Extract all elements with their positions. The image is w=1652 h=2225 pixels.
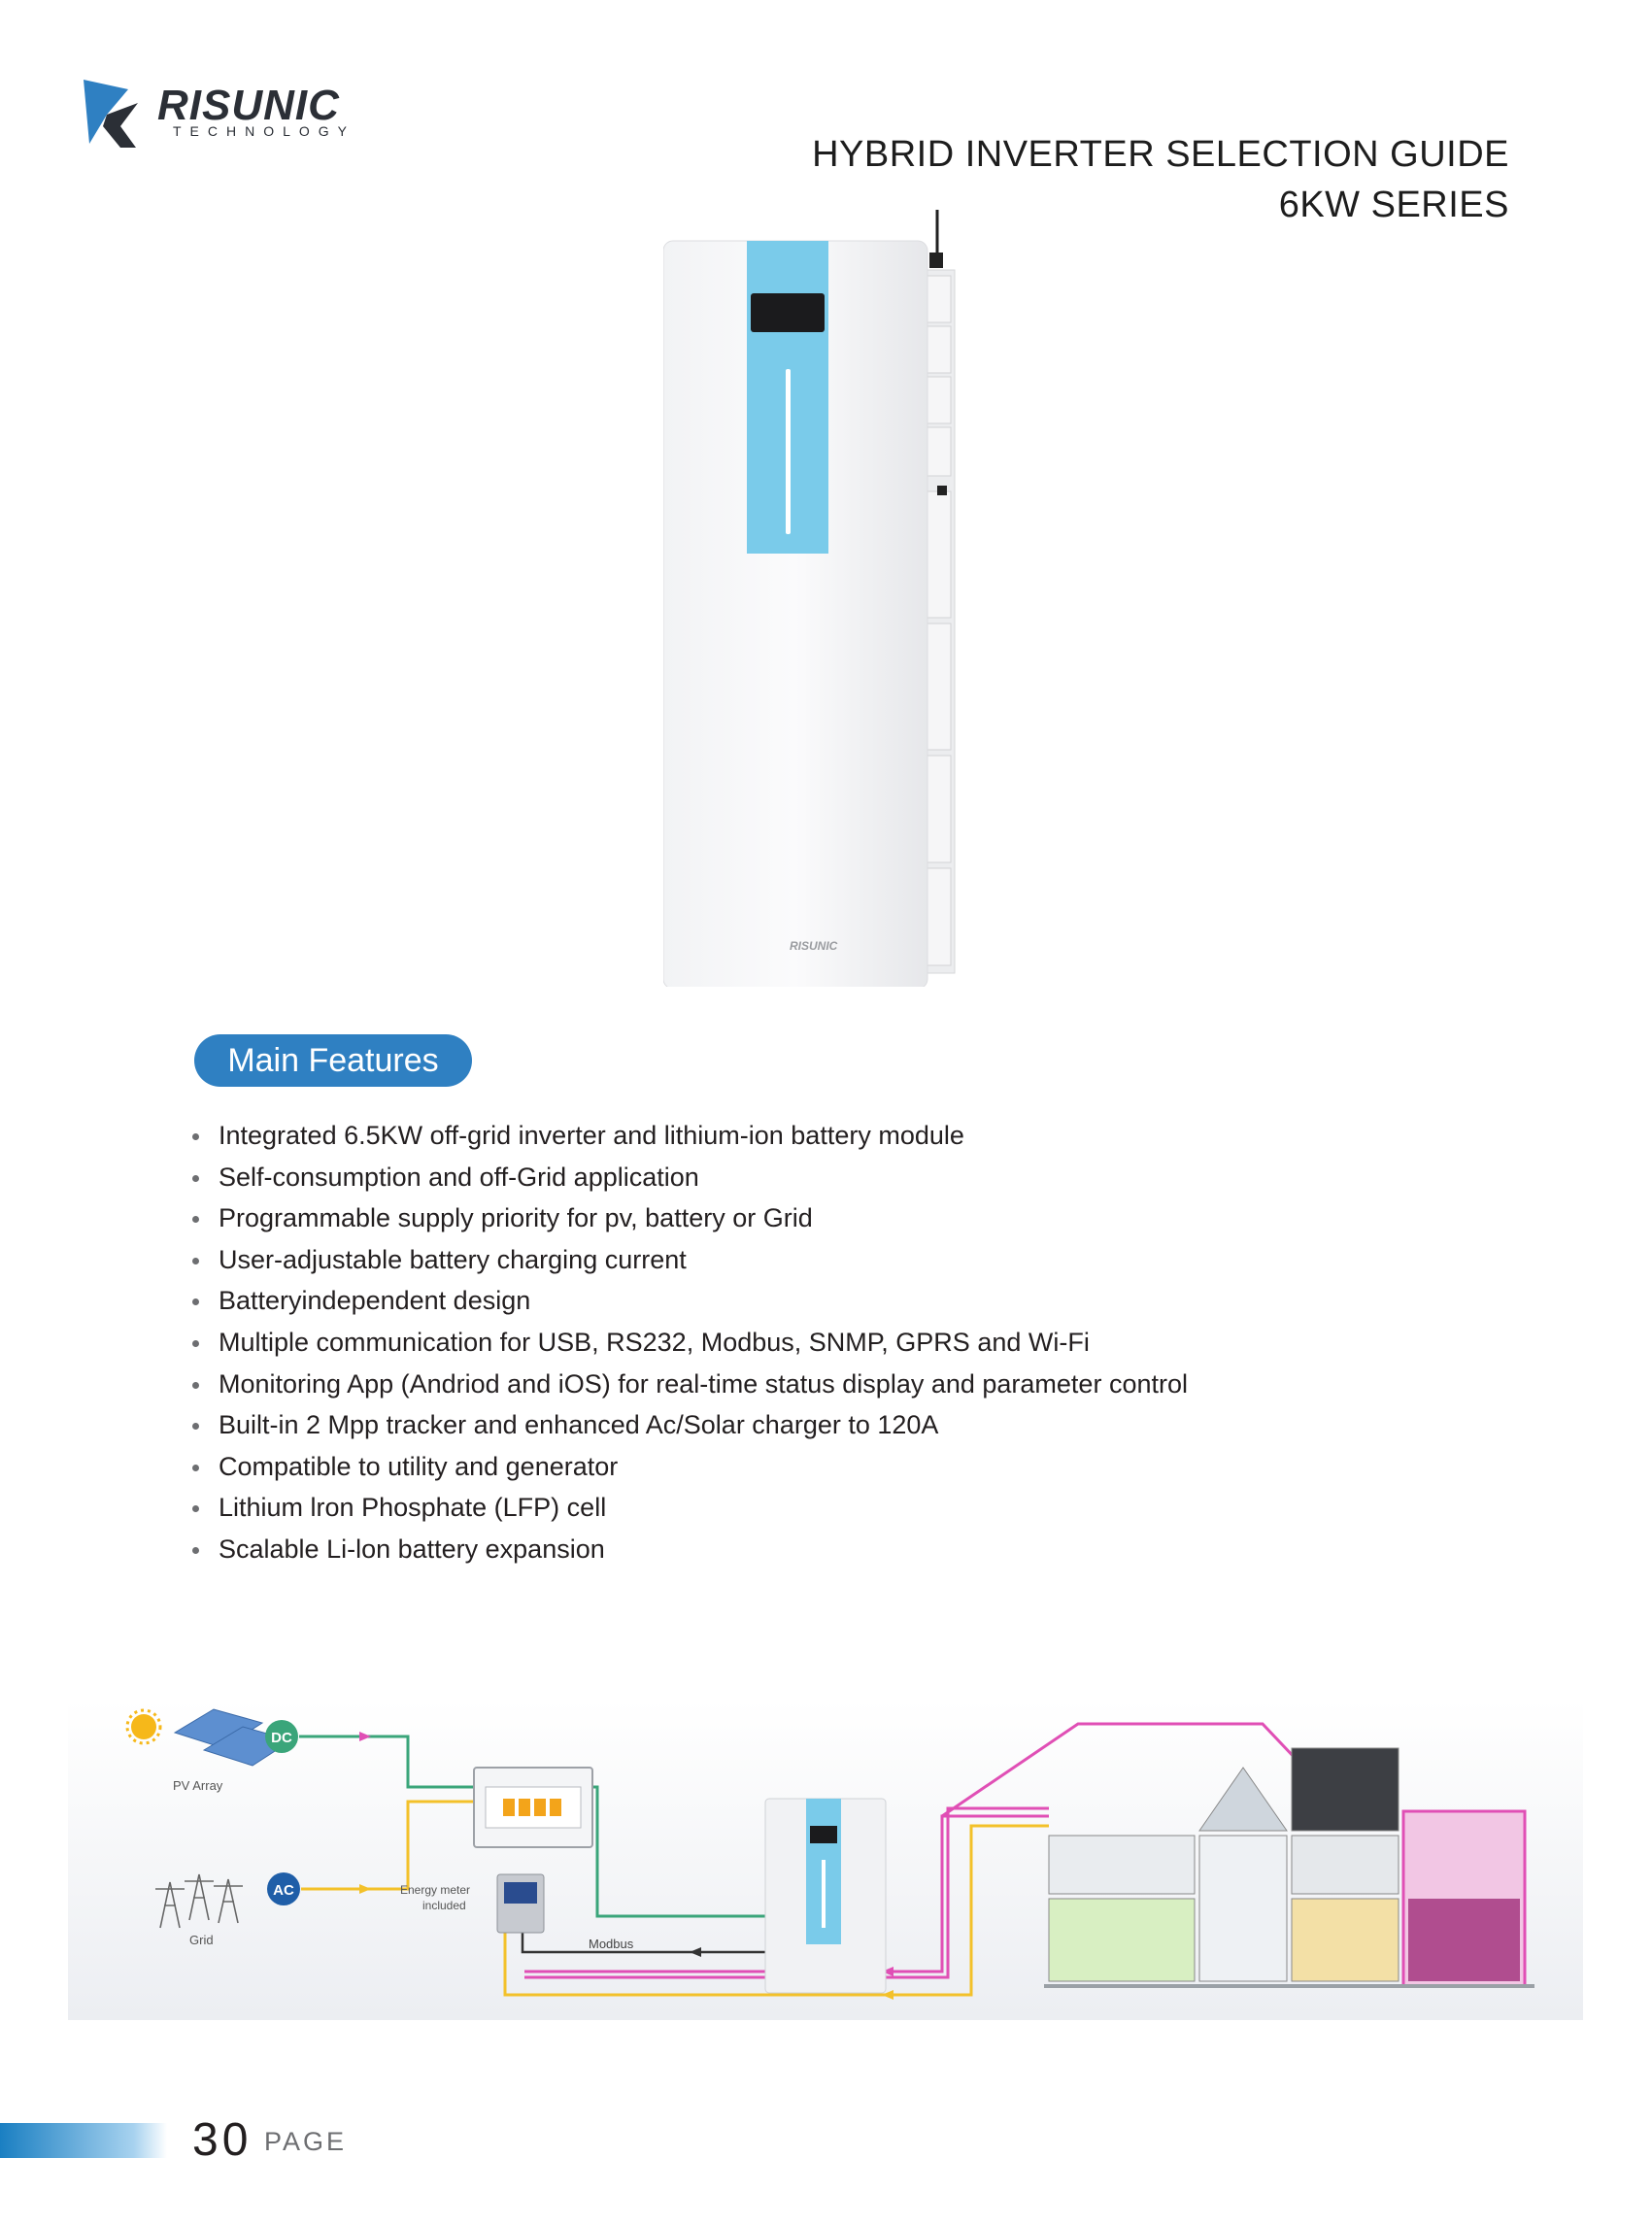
load-line bbox=[524, 1814, 1049, 1973]
title-line-2: 6KW SERIES bbox=[1278, 185, 1509, 225]
combiner-box-icon bbox=[473, 1767, 593, 1848]
feature-item: Integrated 6.5KW off-grid inverter and l… bbox=[190, 1115, 1188, 1157]
energy-meter-label: Energy meter bbox=[400, 1883, 470, 1897]
energy-meter-sublabel: included bbox=[422, 1899, 466, 1912]
page-title: HYBRID INVERTER SELECTION GUIDE 6KW SERI… bbox=[812, 129, 1509, 230]
svg-text:RISUNIC: RISUNIC bbox=[790, 939, 838, 953]
feature-item: Compatible to utility and generator bbox=[190, 1446, 1188, 1488]
modbus-label: Modbus bbox=[589, 1937, 634, 1951]
house-illustration bbox=[941, 1722, 1534, 1988]
feature-item: Batteryindependent design bbox=[190, 1280, 1188, 1322]
page-bar-decoration bbox=[0, 2123, 167, 2158]
title-line-1: HYBRID INVERTER SELECTION GUIDE bbox=[812, 134, 1509, 175]
feature-item: Built-in 2 Mpp tracker and enhanced Ac/S… bbox=[190, 1404, 1188, 1446]
dc-line bbox=[299, 1735, 474, 1789]
page-label: PAGE bbox=[264, 2127, 348, 2156]
dc-line-to-inverter bbox=[592, 1785, 765, 1918]
dc-badge-text: DC bbox=[271, 1730, 292, 1746]
sun-icon bbox=[125, 1708, 162, 1745]
feature-item: Multiple communication for USB, RS232, M… bbox=[190, 1322, 1188, 1364]
feature-item: Self-consumption and off-Grid applicatio… bbox=[190, 1157, 1188, 1198]
system-diagram: PV Array DC Grid AC Energy meter include… bbox=[68, 1700, 1583, 2020]
features-list: Integrated 6.5KW off-grid inverter and l… bbox=[190, 1115, 1188, 1570]
feature-item: Scalable Li-lon battery expansion bbox=[190, 1529, 1188, 1570]
brand-subtitle: TECHNOLOGY bbox=[173, 123, 356, 139]
ac-line bbox=[301, 1800, 474, 1891]
feature-item: User-adjustable battery charging current bbox=[190, 1239, 1188, 1281]
grid-label: Grid bbox=[189, 1933, 214, 1947]
pv-array-label: PV Array bbox=[173, 1778, 223, 1793]
page-number: 30 bbox=[192, 2114, 253, 2166]
main-features-heading: Main Features bbox=[194, 1034, 472, 1087]
grid-tower-icon bbox=[155, 1873, 243, 1929]
ac-badge bbox=[267, 1872, 300, 1905]
risunic-logo bbox=[84, 80, 138, 148]
feature-item: Monitoring App (Andriod and iOS) for rea… bbox=[190, 1364, 1188, 1405]
load-line-2 bbox=[524, 1806, 1049, 1979]
mini-inverter-icon bbox=[764, 1798, 887, 1994]
ac-badge-text: AC bbox=[273, 1882, 294, 1899]
dc-badge bbox=[265, 1720, 298, 1753]
inverter-product-image: RISUNIC bbox=[663, 210, 956, 987]
energy-meter-icon bbox=[496, 1873, 545, 1934]
comm-line bbox=[521, 1933, 765, 1954]
brand-name: RISUNIC bbox=[157, 82, 340, 129]
feature-item: Programmable supply priority for pv, bat… bbox=[190, 1197, 1188, 1239]
feature-item: Lithium lron Phosphate (LFP) cell bbox=[190, 1487, 1188, 1529]
flow-arrows bbox=[359, 1732, 893, 2000]
